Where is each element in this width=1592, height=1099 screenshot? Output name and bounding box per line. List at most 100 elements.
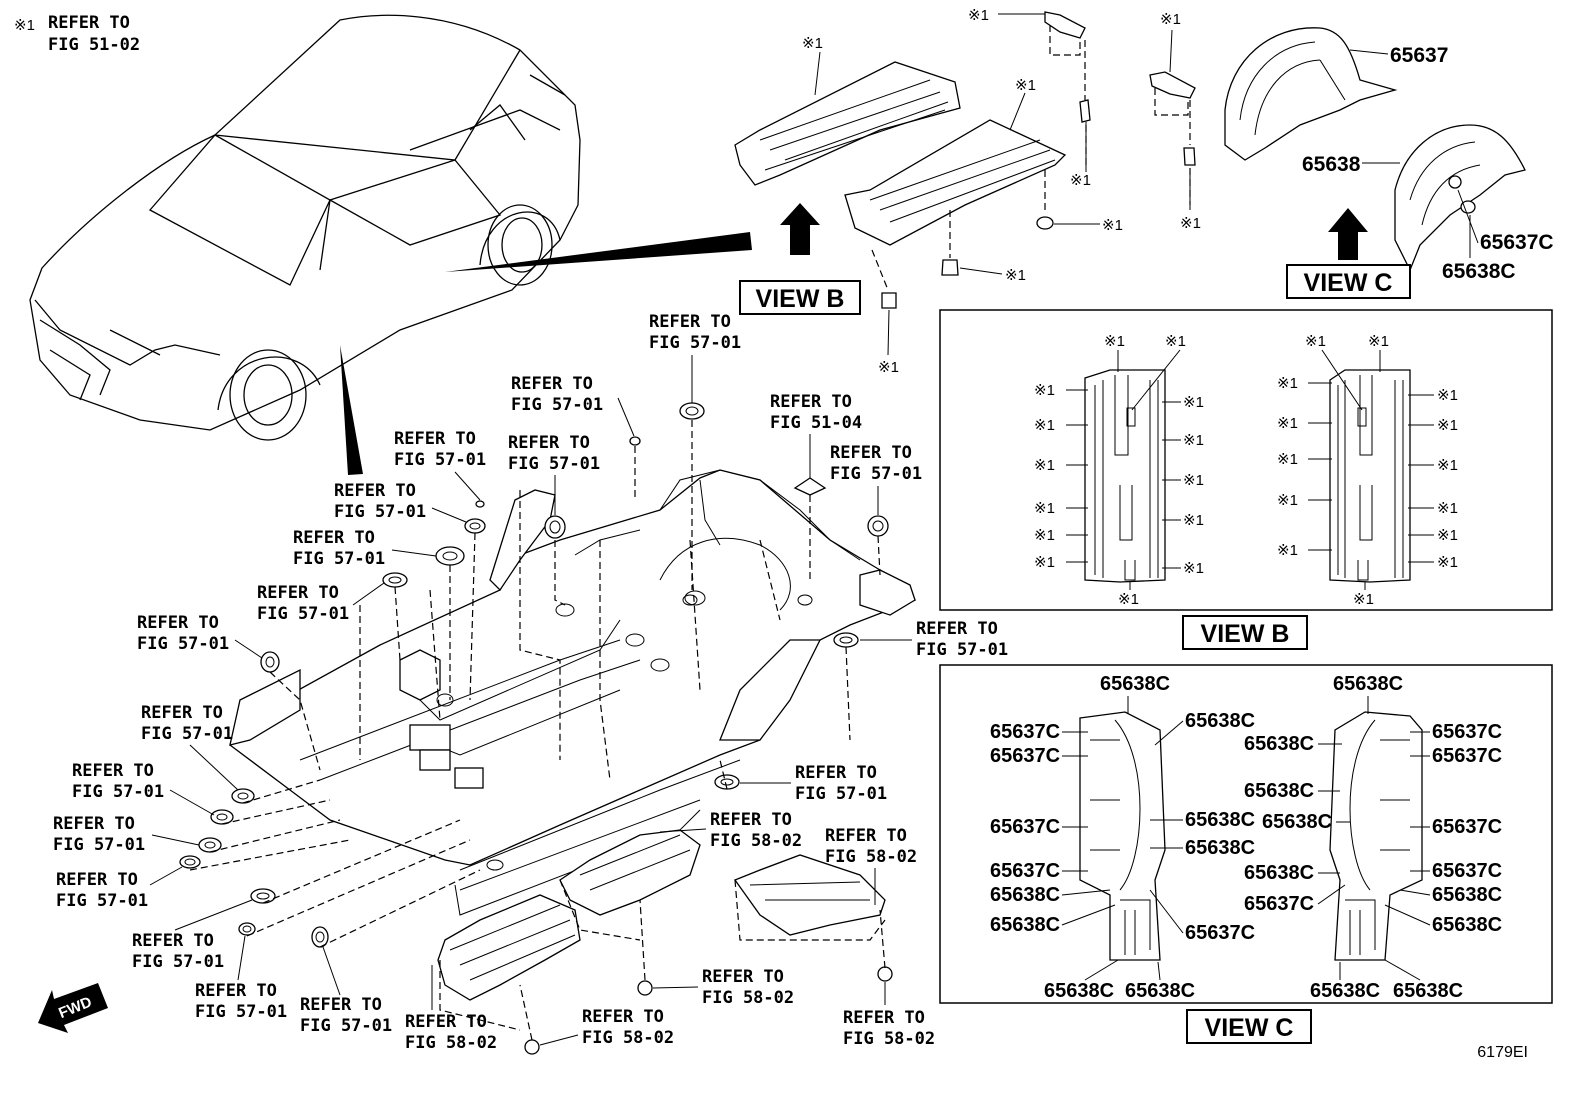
svg-text:REFER TO: REFER TO xyxy=(825,826,907,846)
note-symbol: ※1 xyxy=(1015,77,1036,94)
part-number-65637c: 65637C xyxy=(1432,860,1502,882)
svg-text:FIG 57-01: FIG 57-01 xyxy=(795,784,887,804)
svg-text:FIG 58-02: FIG 58-02 xyxy=(702,988,794,1008)
svg-text:FIG 57-01: FIG 57-01 xyxy=(293,549,385,569)
svg-text:FIG 57-01: FIG 57-01 xyxy=(300,1016,392,1036)
svg-text:REFER TO: REFER TO xyxy=(795,763,877,783)
svg-text:FIG 58-02: FIG 58-02 xyxy=(825,847,917,867)
svg-text:FIG 57-01: FIG 57-01 xyxy=(916,640,1008,660)
part-number-65638c: 65638C xyxy=(1185,837,1255,859)
svg-text:REFER TO: REFER TO xyxy=(702,967,784,987)
note-symbol: ※1 xyxy=(1437,457,1458,474)
view-c-label-top: VIEW C xyxy=(1286,264,1411,299)
svg-text:REFER TO: REFER TO xyxy=(649,312,731,332)
svg-text:REFER TO: REFER TO xyxy=(293,528,375,548)
svg-text:REFER TO: REFER TO xyxy=(137,613,219,633)
refer-label: REFER TO FIG 58-02 xyxy=(582,1007,674,1048)
note-symbol: ※1 xyxy=(1102,217,1123,234)
note-symbol: ※1 xyxy=(1070,172,1091,189)
view-b-label-panel: VIEW B xyxy=(1182,615,1308,650)
note-symbol: ※1 xyxy=(1368,333,1389,350)
svg-text:FIG 58-02: FIG 58-02 xyxy=(710,831,802,851)
note-symbol: ※1 xyxy=(1277,375,1298,392)
part-number-65638c: 65638C xyxy=(1125,980,1195,1002)
part-number-65638c: 65638C xyxy=(1393,980,1463,1002)
refer-label: REFER TO FIG 57-01 xyxy=(916,619,1008,660)
refer-label: REFER TO FIG 57-01 xyxy=(137,613,229,654)
note-symbol: ※1 xyxy=(802,35,823,52)
refer-label: REFER TO FIG 57-01 xyxy=(72,761,164,802)
note-symbol: ※1 xyxy=(1183,394,1204,411)
refer-label: REFER TO FIG 57-01 xyxy=(511,374,603,415)
part-number-65637c: 65637C xyxy=(990,721,1060,743)
part-number-65637c: 65637C xyxy=(990,860,1060,882)
view-c-title: VIEW C xyxy=(1304,269,1393,297)
part-number-65637c: 65637C xyxy=(1432,816,1502,838)
svg-text:FIG 51-04: FIG 51-04 xyxy=(770,413,862,433)
refer-label: REFER TO FIG 58-02 xyxy=(843,1008,935,1049)
fwd-arrow: FWD xyxy=(38,983,108,1033)
svg-text:REFER TO: REFER TO xyxy=(195,981,277,1001)
svg-text:FIG 57-01: FIG 57-01 xyxy=(649,333,741,353)
note-symbol: ※1 xyxy=(1277,451,1298,468)
part-number-65638c: 65638C xyxy=(990,884,1060,906)
note-symbol: ※1 xyxy=(1160,11,1181,28)
refer-label: REFER TO FIG 57-01 xyxy=(300,995,392,1036)
refer-label: REFER TO FIG 57-01 xyxy=(830,443,922,484)
refer-label: REFER TO FIG 57-01 xyxy=(394,429,486,470)
note-symbol: ※1 xyxy=(1437,417,1458,434)
svg-text:REFER TO: REFER TO xyxy=(770,392,852,412)
svg-text:FIG 57-01: FIG 57-01 xyxy=(257,604,349,624)
floor-assembly xyxy=(229,469,916,916)
part-number-65638c: 65638C xyxy=(1244,733,1314,755)
svg-text:FIG 57-01: FIG 57-01 xyxy=(394,450,486,470)
part-number-65637c: 65637C xyxy=(1432,721,1502,743)
refer-label: REFER TO FIG 58-02 xyxy=(710,810,802,851)
svg-text:REFER TO: REFER TO xyxy=(53,814,135,834)
fender-liner-pair: ※1 ※1 65637 65638 65637C 65638C xyxy=(1149,11,1554,283)
refer-label: REFER TO FIG 57-01 xyxy=(649,312,741,353)
refer-label: REFER TO FIG 51-04 xyxy=(770,392,862,433)
top-note-line1: REFER TO xyxy=(48,13,130,33)
part-number-65638c: 65638C xyxy=(1044,980,1114,1002)
note-symbol: ※1 xyxy=(1353,591,1374,608)
svg-text:FIG 57-01: FIG 57-01 xyxy=(53,835,145,855)
note-symbol: ※1 xyxy=(1183,560,1204,577)
svg-text:FIG 57-01: FIG 57-01 xyxy=(137,634,229,654)
note-symbol: ※1 xyxy=(1183,512,1204,529)
part-number-65638c: 65638C xyxy=(1185,710,1255,732)
refer-label: REFER TO FIG 57-01 xyxy=(132,931,224,972)
refer-label: REFER TO FIG 58-02 xyxy=(702,967,794,1008)
note-symbol: ※1 xyxy=(1104,333,1125,350)
top-note: ※1 REFER TO FIG 51-02 xyxy=(14,13,140,55)
svg-text:FIG 57-01: FIG 57-01 xyxy=(56,891,148,911)
note-symbol: ※1 xyxy=(1118,591,1139,608)
part-number-65638c: 65638C xyxy=(1244,780,1314,802)
svg-text:REFER TO: REFER TO xyxy=(132,931,214,951)
note-symbol: ※1 xyxy=(1034,457,1055,474)
refer-label: REFER TO FIG 57-01 xyxy=(795,763,887,804)
refer-labels: REFER TO FIG 57-01 REFER TO FIG 57-01 RE… xyxy=(53,312,1008,1053)
note-symbol: ※1 xyxy=(968,7,989,24)
svg-text:REFER TO: REFER TO xyxy=(830,443,912,463)
refer-label: REFER TO FIG 57-01 xyxy=(53,814,145,855)
view-b-label-top: VIEW B xyxy=(739,280,861,315)
svg-text:FIG 57-01: FIG 57-01 xyxy=(508,454,600,474)
part-number-65637c: 65637C xyxy=(1480,231,1554,254)
part-number-65637c: 65637C xyxy=(1244,893,1314,915)
view-b-panel: ※1 ※1 ※1 ※1 ※1 ※1 ※1 ※1 ※1 ※1 ※1 ※1 ※1 ※… xyxy=(939,309,1553,611)
note-symbol: ※1 xyxy=(1277,492,1298,509)
note-symbol: ※1 xyxy=(1034,382,1055,399)
svg-text:REFER TO: REFER TO xyxy=(843,1008,925,1028)
svg-text:REFER TO: REFER TO xyxy=(511,374,593,394)
part-number-65638c: 65638C xyxy=(1442,260,1516,283)
refer-label: REFER TO FIG 57-01 xyxy=(257,583,349,624)
svg-text:REFER TO: REFER TO xyxy=(334,481,416,501)
refer-label: REFER TO FIG 57-01 xyxy=(293,528,385,569)
part-number-65638c: 65638C xyxy=(1185,809,1255,831)
svg-text:REFER TO: REFER TO xyxy=(257,583,339,603)
under-cover-pair: ※1 ※1 ※1 ※1 ※1 ※1 ※1 xyxy=(734,7,1123,376)
note-symbol: ※1 xyxy=(1034,554,1055,571)
svg-text:REFER TO: REFER TO xyxy=(141,703,223,723)
